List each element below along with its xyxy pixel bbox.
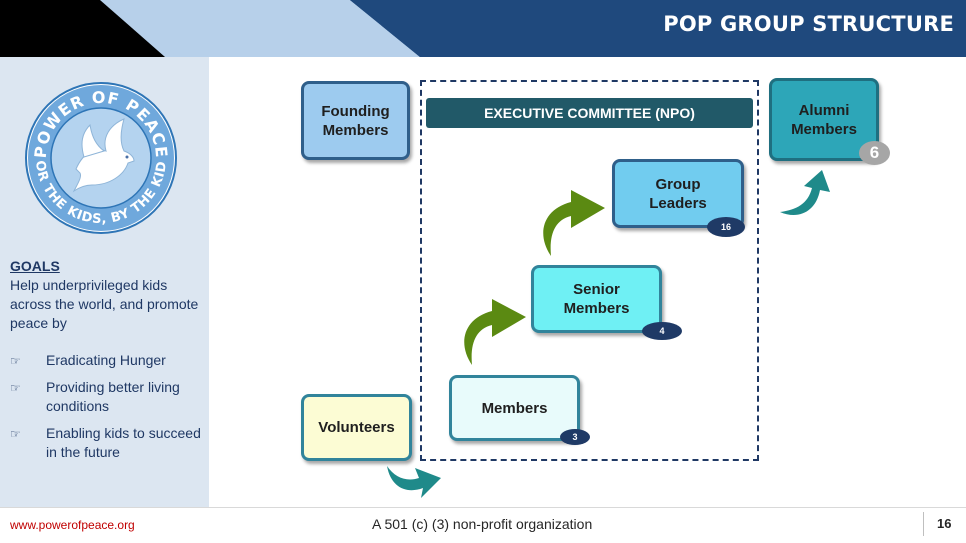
goals-title: GOALS [10, 258, 60, 274]
senior-members-label: Senior Members [563, 281, 630, 317]
pointing-hand-icon: ☞ [10, 354, 21, 368]
header-graphic [0, 0, 966, 57]
goals-section: GOALS Help underprivileged kids across t… [10, 257, 205, 470]
list-item-text: Eradicating Hunger [46, 352, 166, 368]
dove-icon [72, 118, 135, 193]
list-item: ☞ Eradicating Hunger [10, 351, 205, 370]
alumni-members-count-badge: 6 [859, 141, 890, 165]
footer-website-link[interactable]: www.powerofpeace.org [10, 518, 135, 532]
goals-text: Help underprivileged kids across the wor… [10, 277, 199, 331]
list-item-text: Enabling kids to succeed in the future [46, 425, 201, 460]
footer-divider-line [0, 507, 966, 508]
members-box: Members [449, 375, 580, 441]
list-item: ☞ Enabling kids to succeed in the future [10, 424, 205, 462]
list-item: ☞ Providing better living conditions [10, 378, 205, 416]
header-banner: POP GROUP STRUCTURE [0, 0, 966, 57]
alumni-members-label: Alumni Members [791, 101, 857, 138]
executive-committee-label: EXECUTIVE COMMITTEE (NPO) [426, 98, 753, 128]
volunteers-label: Volunteers [318, 419, 395, 436]
group-leaders-count-badge: 16 [707, 217, 745, 237]
alumni-members-box: Alumni Members [769, 78, 879, 161]
volunteers-box: Volunteers [301, 394, 412, 461]
curved-arrow-icon [387, 466, 441, 498]
founding-members-label: Founding Members [321, 102, 390, 139]
sidebar: POWER OF PEACE FOR THE KIDS, BY THE KIDS… [0, 57, 209, 507]
curved-arrow-icon [464, 299, 526, 365]
senior-members-box: Senior Members [531, 265, 662, 333]
power-of-peace-logo: POWER OF PEACE FOR THE KIDS, BY THE KIDS [19, 70, 178, 235]
page-title: POP GROUP STRUCTURE [663, 12, 954, 36]
members-label: Members [481, 399, 548, 417]
founding-members-box: Founding Members [301, 81, 410, 160]
executive-committee-frame [420, 80, 759, 461]
group-leaders-box: Group Leaders [612, 159, 744, 228]
pointing-hand-icon: ☞ [10, 381, 21, 395]
members-count-badge: 3 [560, 429, 590, 445]
pointing-hand-icon: ☞ [10, 427, 21, 441]
curved-arrow-icon [780, 170, 830, 216]
senior-members-count-badge: 4 [642, 322, 682, 340]
list-item-text: Providing better living conditions [46, 379, 180, 414]
footer-org-status: A 501 (c) (3) non-profit organization [372, 516, 593, 532]
footer-page-divider [923, 512, 924, 536]
page-number: 16 [937, 516, 952, 531]
curved-arrow-icon [543, 190, 605, 256]
logo-graphic: POWER OF PEACE FOR THE KIDS, BY THE KIDS [19, 70, 177, 234]
goals-list: ☞ Eradicating Hunger ☞ Providing better … [10, 351, 205, 462]
group-leaders-label: Group Leaders [649, 175, 707, 212]
